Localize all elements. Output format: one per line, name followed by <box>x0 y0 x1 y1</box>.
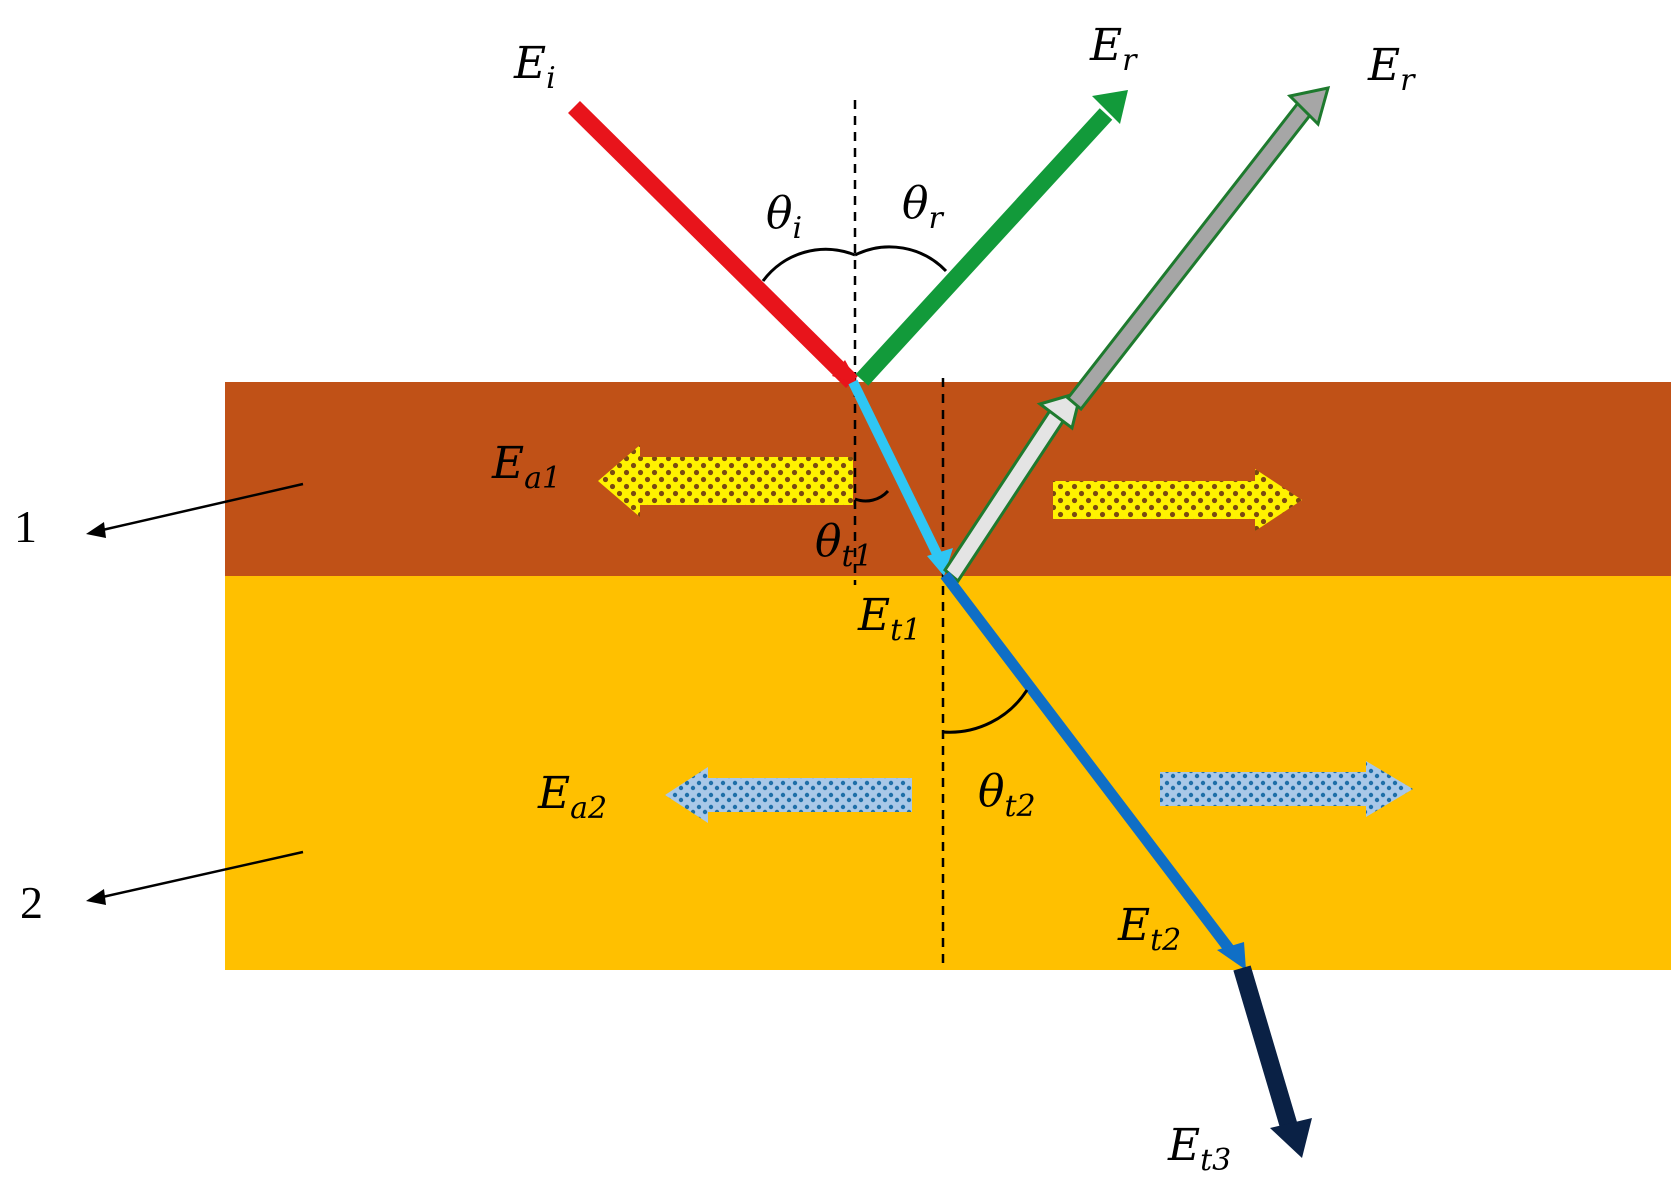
layer-1-label: 1 <box>14 501 37 552</box>
label-sub: t2 <box>1005 789 1036 824</box>
label-sub: i <box>546 61 556 96</box>
label-sub: t2 <box>1150 923 1181 958</box>
label-theta: θ <box>902 178 929 229</box>
label-sub: r <box>1122 43 1138 78</box>
absorbed-arrow-left-2 <box>665 767 912 823</box>
label-E: E <box>491 438 524 489</box>
label-theta: θ <box>815 516 842 567</box>
label-sub: i <box>793 211 803 246</box>
label-E: E <box>1089 20 1122 71</box>
layer-2-label: 2 <box>20 877 43 928</box>
angle-arc-t1 <box>854 489 890 503</box>
label-sub: a1 <box>524 461 561 496</box>
transmitted-ray-1 <box>848 379 945 563</box>
absorbed-arrow-right-2 <box>1160 761 1413 817</box>
label-theta: θ <box>766 188 793 239</box>
label-theta-r: θr <box>902 178 945 236</box>
transmitted-ray-1-arrowhead <box>927 548 953 576</box>
transmitted-ray-2-arrowhead <box>1217 942 1246 970</box>
incident-ray-tip <box>832 360 858 384</box>
label-theta-t2: θt2 <box>978 766 1036 824</box>
label-sub: a2 <box>570 791 607 826</box>
label-theta-t1: θt1 <box>815 516 873 574</box>
angle-arc-reflected <box>854 245 948 273</box>
incident-ray <box>568 100 858 389</box>
layer-1-pointer <box>97 482 304 533</box>
label-theta: θ <box>978 766 1005 817</box>
label-E: E <box>537 768 570 819</box>
label-sub: t1 <box>842 539 873 574</box>
label-sub: r <box>1400 63 1416 98</box>
transmitted-ray-3-arrowhead <box>1270 1118 1312 1158</box>
reflected-ray-1 <box>855 108 1113 386</box>
label-E: E <box>513 38 546 89</box>
reflected-ray-1-arrowhead <box>1092 90 1128 124</box>
label-E: E <box>1167 1120 1200 1171</box>
label-E-a1: Ea1 <box>491 438 561 496</box>
layer-2-pointer-head <box>86 889 106 905</box>
label-E: E <box>1117 900 1150 951</box>
layer-1-pointer-head <box>86 522 106 538</box>
transmitted-ray-3 <box>1233 965 1299 1133</box>
layer-2-pointer <box>97 850 304 900</box>
label-E-r-1: Er <box>1089 20 1138 78</box>
reflected-ray-2-outer <box>1065 100 1314 412</box>
transmitted-ray-2 <box>940 571 1235 954</box>
layer-1 <box>225 382 1671 576</box>
angle-arc-incident <box>761 247 856 282</box>
label-sub: r <box>929 201 945 236</box>
label-E-t2: Et2 <box>1117 900 1181 958</box>
label-E-r-2: Er <box>1367 40 1416 98</box>
absorbed-arrow-left-1 <box>598 445 853 517</box>
reflected-ray-2-outer-head <box>1286 86 1331 127</box>
label-E: E <box>857 590 890 641</box>
label-sub: t1 <box>890 613 921 648</box>
label-theta-i: θi <box>766 188 802 246</box>
label-E-i: Ei <box>513 38 556 96</box>
reflected-ray-2 <box>943 86 1331 584</box>
label-sub: t3 <box>1200 1143 1231 1178</box>
label-E-t1: Et1 <box>857 590 921 648</box>
layer-2 <box>225 576 1671 970</box>
angle-arc-t2 <box>942 689 1029 734</box>
label-E-a2: Ea2 <box>537 768 607 826</box>
label-E-t3: Et3 <box>1167 1120 1231 1178</box>
label-E: E <box>1367 40 1400 91</box>
absorbed-arrow-right-1 <box>1053 469 1302 531</box>
